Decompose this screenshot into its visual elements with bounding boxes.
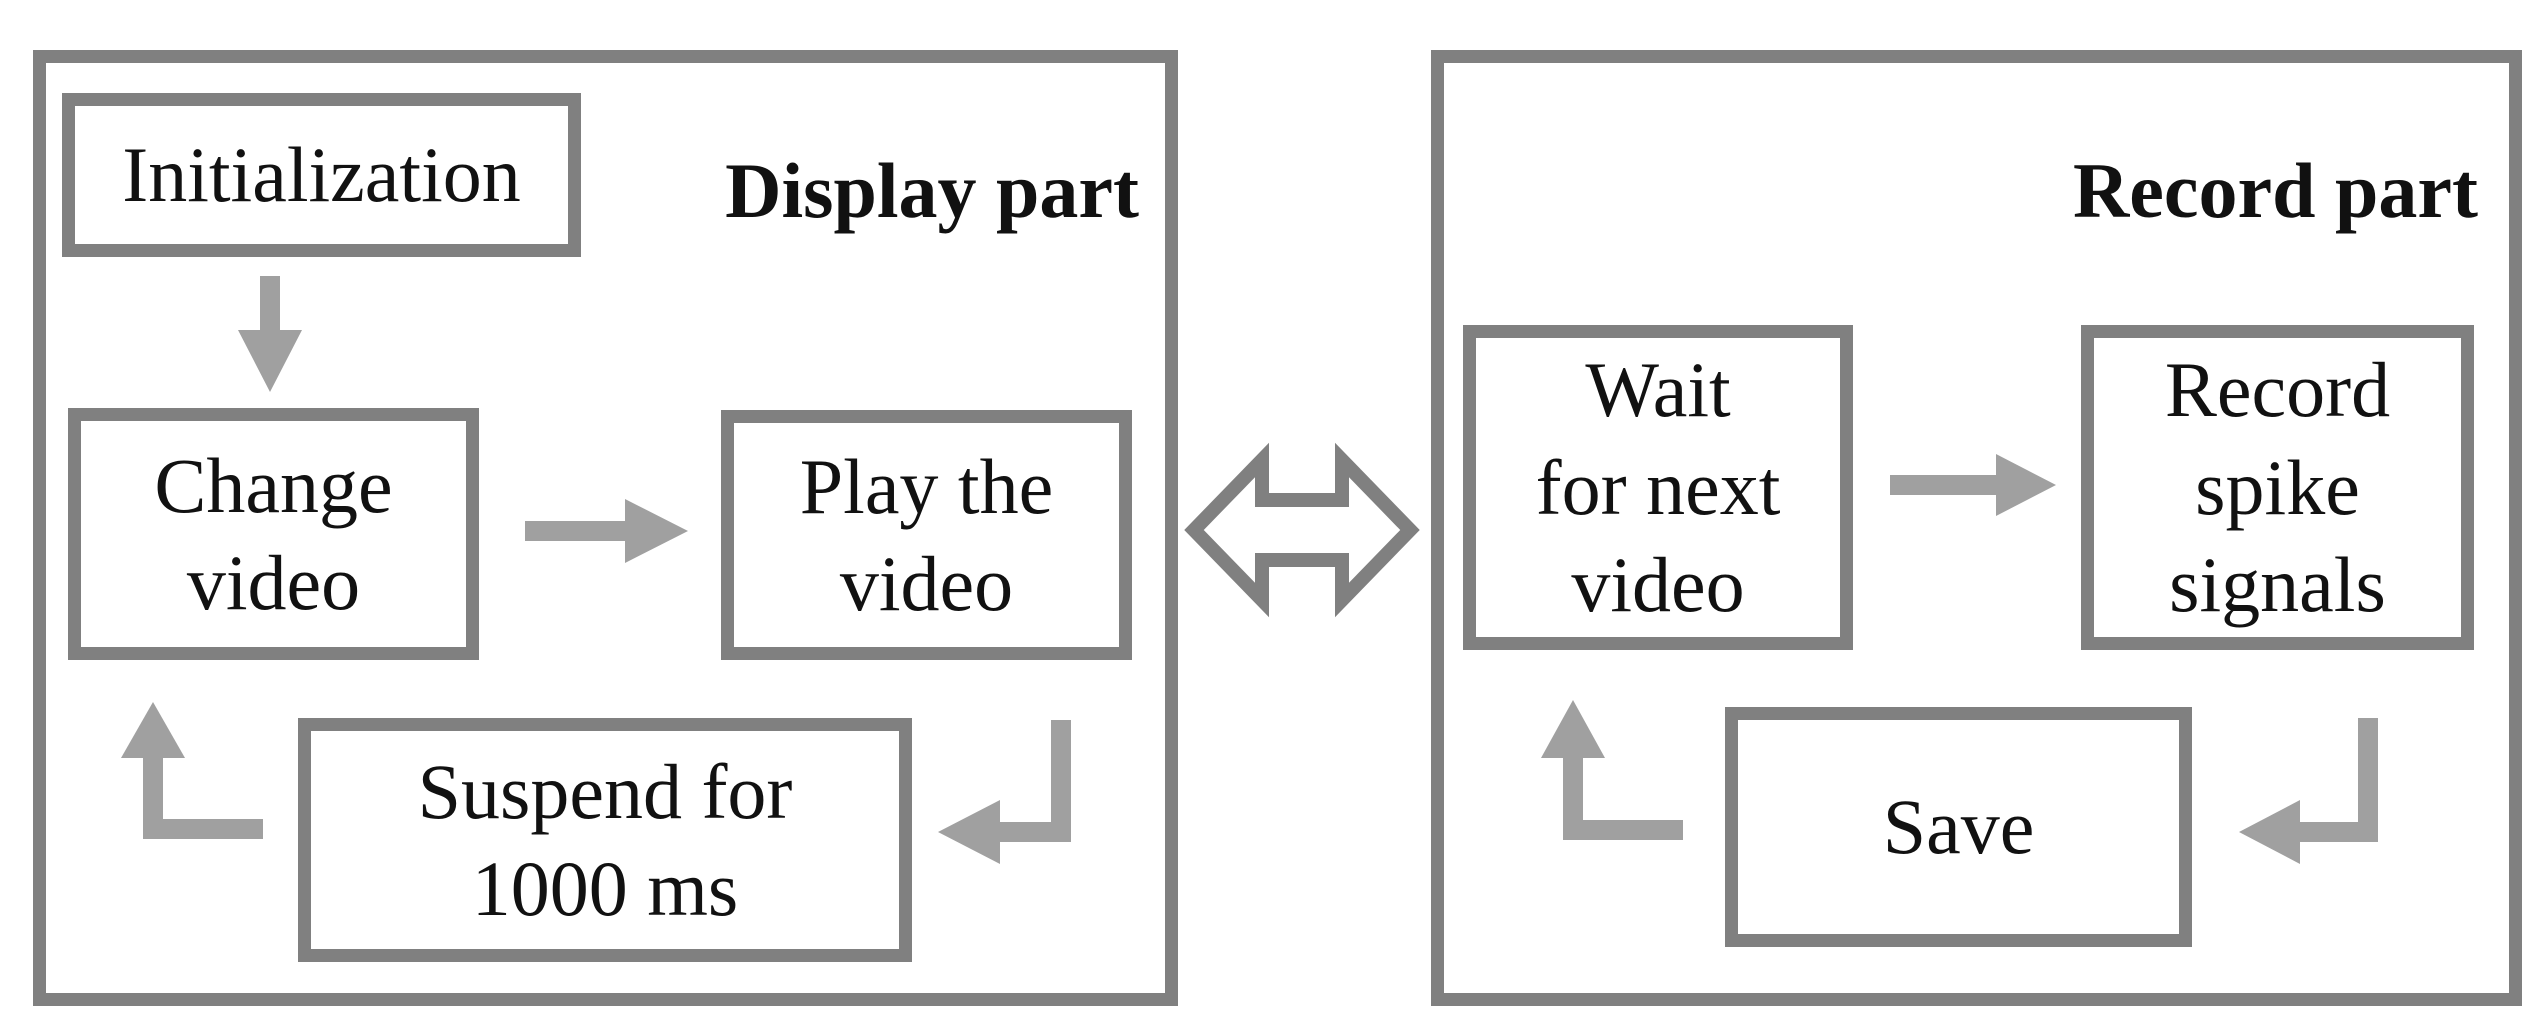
initialization-label: Initialization bbox=[122, 131, 521, 219]
wait-next-video-box: Wait for next video bbox=[1463, 325, 1853, 650]
double-headed-arrow-icon bbox=[1184, 442, 1420, 618]
change-video-box: Change video bbox=[68, 408, 479, 660]
save-box: Save bbox=[1725, 707, 2192, 947]
suspend-box: Suspend for 1000 ms bbox=[298, 718, 912, 962]
play-video-box: Play the video bbox=[721, 410, 1132, 660]
display-part-title: Display part bbox=[725, 147, 1139, 234]
initialization-box: Initialization bbox=[62, 93, 581, 257]
record-spike-signals-label: Record spike signals bbox=[2164, 346, 2391, 629]
record-part-title: Record part bbox=[2072, 147, 2478, 234]
suspend-label: Suspend for 1000 ms bbox=[417, 747, 793, 933]
save-label: Save bbox=[1882, 783, 2035, 871]
change-video-label: Change video bbox=[154, 441, 393, 627]
record-spike-signals-box: Record spike signals bbox=[2081, 325, 2474, 650]
wait-next-video-label: Wait for next video bbox=[1535, 346, 1781, 629]
play-video-label: Play the video bbox=[799, 442, 1054, 628]
